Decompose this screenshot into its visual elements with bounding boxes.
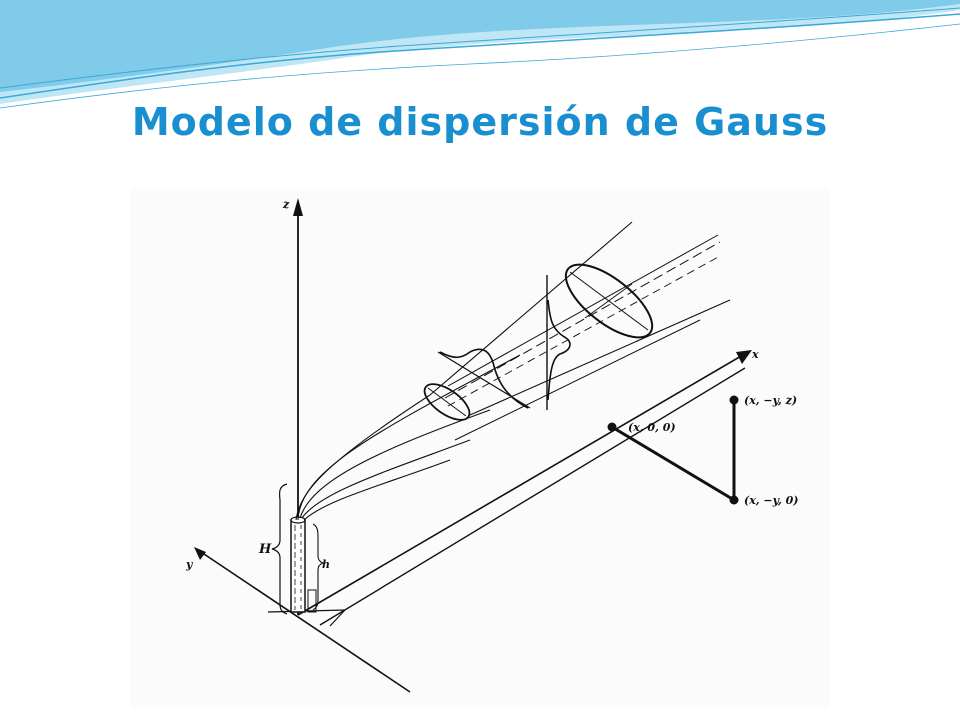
wave-stroke-1 [0,13,960,99]
gaussian-plume-diagram: z x y H h (x, 0, 0) (x, −y, [185,198,799,693]
receptor-ground-line [611,425,735,502]
plume-edge-lower [469,299,731,416]
wave-stroke-2 [0,7,960,89]
z-axis-label: z [282,198,290,211]
plume-section-near [423,383,471,421]
plume-bend-4 [303,459,451,521]
plume-bend-5 [295,394,431,521]
wave-stroke-3 [0,23,960,109]
stack [290,519,306,613]
y-axis [197,549,411,693]
point-receptor-elevated-label: (x, −y, z) [744,394,797,407]
plume-section-far-axis-2 [584,283,633,319]
plume-edge-lower-2 [454,319,701,441]
z-axis-arrow [293,198,303,216]
plume-bend-3 [301,439,471,519]
plume-centerline [444,241,721,399]
ground-edge-2 [329,609,346,627]
point-receptor-elevated-marker [729,395,739,405]
wave-band-mid [0,0,960,92]
h-bracket [312,523,325,611]
plume-bend-2 [299,409,491,519]
plume-section-near-axis [427,387,467,417]
gauss-horizontal-axis [437,351,531,409]
plume-section-far [564,263,654,339]
y-axis-label: y [185,558,194,571]
plume-edge-upper-2 [447,234,719,387]
H-label: H [258,542,272,557]
point-centerline-ground-marker [607,422,617,432]
wave-banner [0,0,960,109]
gauss-horizontal-curve [439,348,529,409]
slide-title: Modelo de dispersión de Gauss [131,100,829,144]
x-axis-arrow [736,350,752,364]
ground-edge [267,609,346,613]
point-centerline-ground-label: (x, 0, 0) [628,421,676,434]
point-receptor-ground-label: (x, −y, 0) [744,494,799,507]
stack-base [307,589,317,613]
y-axis-arrow [194,547,206,560]
diagram-panel [130,188,830,708]
H-bracket [271,483,288,615]
ground-line-x-back [297,351,749,616]
plume-edge-upper [429,221,633,396]
point-receptor-ground-marker [729,495,739,505]
ground-line-x-front [319,367,746,626]
x-axis-label: x [751,348,759,361]
h-label: h [322,558,330,571]
gauss-vertical-curve [547,299,571,401]
